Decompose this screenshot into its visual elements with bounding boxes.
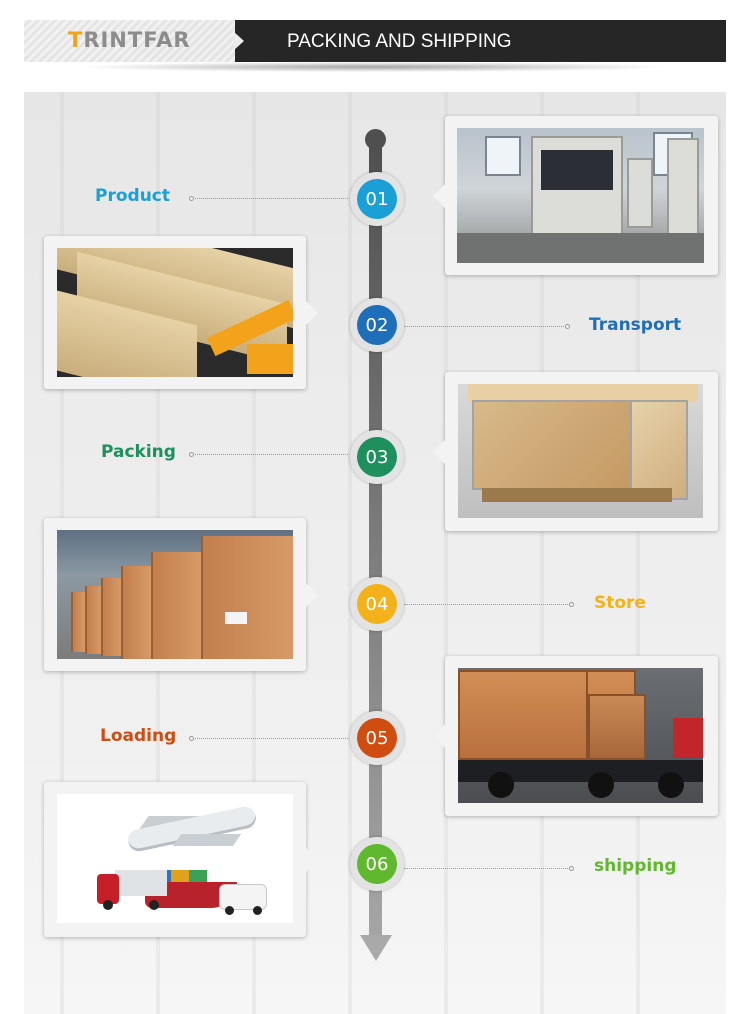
plane-ship-truck-illustration — [57, 794, 293, 923]
title-bar: PACKING AND SHIPPING — [234, 20, 726, 62]
step-label-loading: Loading — [100, 726, 177, 746]
timeline-arrow-icon — [360, 935, 392, 961]
page-header: TRINTFAR PACKING AND SHIPPING — [24, 20, 726, 62]
step-label-transport: Transport — [589, 315, 682, 335]
connector-dots — [192, 198, 348, 199]
connector-dots — [404, 604, 570, 605]
card-pointer — [433, 439, 445, 464]
connector-dots — [192, 454, 348, 455]
wooden-planks-pallet-jack-photo — [57, 248, 293, 377]
step-label-store: Store — [594, 593, 646, 613]
step-number-02: 02 — [357, 305, 397, 345]
card-pointer — [306, 300, 318, 325]
step-number-03: 03 — [357, 437, 397, 477]
step-label-packing: Packing — [101, 442, 176, 462]
photo-card-product — [433, 116, 718, 275]
connector-end-dot — [569, 602, 574, 607]
brand-logo: TRINTFAR — [24, 20, 235, 62]
page-title: PACKING AND SHIPPING — [287, 31, 512, 52]
connector-end-dot — [189, 196, 194, 201]
connector-end-dot — [569, 866, 574, 871]
step-number-01: 01 — [357, 179, 397, 219]
step-node-03: 03 — [350, 430, 404, 484]
step-number-04: 04 — [357, 584, 397, 624]
step-number-06: 06 — [357, 844, 397, 884]
connector-dots — [404, 326, 566, 327]
warehouse-crates-photo — [57, 530, 293, 659]
connector-dots — [404, 868, 570, 869]
card-pointer — [306, 847, 318, 872]
photo-card-loading — [433, 656, 718, 816]
header-shadow — [84, 62, 664, 72]
card-pointer — [433, 724, 445, 748]
step-label-product: Product — [95, 186, 170, 206]
connector-end-dot — [565, 324, 570, 329]
photo-card-shipping — [44, 782, 318, 937]
photo-card-packing — [433, 372, 718, 531]
step-node-01: 01 — [350, 172, 404, 226]
truck-loaded-crates-photo — [458, 668, 703, 803]
connector-dots — [192, 738, 348, 739]
step-node-04: 04 — [350, 577, 404, 631]
step-node-02: 02 — [350, 298, 404, 352]
wooden-box-pallet-photo — [458, 384, 703, 518]
card-pointer — [306, 582, 318, 607]
timeline-line — [369, 140, 382, 936]
connector-end-dot — [189, 736, 194, 741]
step-node-06: 06 — [350, 837, 404, 891]
timeline-start-dot — [365, 129, 386, 150]
factory-machine-photo — [457, 128, 704, 263]
photo-card-store — [44, 518, 318, 671]
photo-card-transport — [44, 236, 318, 389]
card-pointer — [433, 183, 445, 208]
step-number-05: 05 — [357, 718, 397, 758]
logo-text: TRINTFAR — [68, 28, 191, 52]
step-node-05: 05 — [350, 711, 404, 765]
connector-end-dot — [189, 452, 194, 457]
step-label-shipping: shipping — [594, 856, 677, 876]
